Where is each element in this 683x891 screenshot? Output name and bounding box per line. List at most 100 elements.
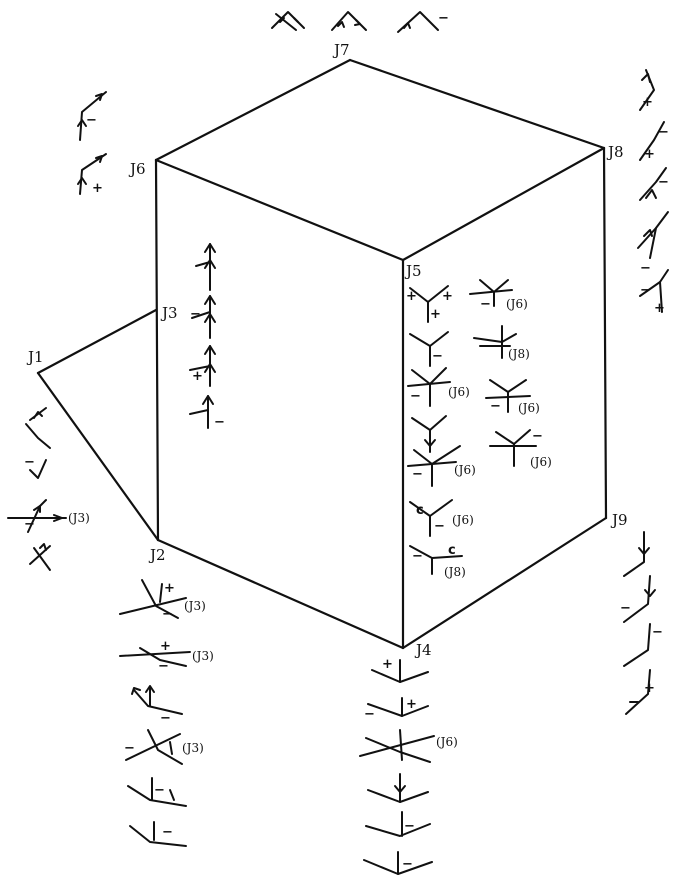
ref-label: (J8) [508, 347, 530, 361]
j4-labeling-a: + [371, 657, 429, 683]
ref-label: (J3) [184, 599, 206, 613]
j5-labeling-4 [411, 415, 447, 453]
j2-labeling-a: + − (J3) [119, 579, 206, 622]
junction-label-j1: J1 [26, 348, 44, 366]
edge-j9-j4 [401, 516, 608, 650]
junction-label-j9: J9 [610, 511, 628, 529]
j9-labeling-b: − [620, 575, 656, 623]
j7-l-labeling-a [331, 11, 367, 31]
j6-labeling-b: + [77, 153, 107, 196]
j9-labeling-c: − [623, 623, 663, 667]
plus-mark: + [160, 639, 171, 654]
j4-labeling-d [367, 773, 429, 803]
j5-labelings-right: − (J6) (J8) − (J6) − (J6) [469, 279, 552, 469]
minus-mark: − [480, 297, 491, 312]
junction-label-j3: J3 [160, 304, 178, 322]
ref-label: (J6) [506, 297, 528, 311]
minus-mark: − [402, 857, 413, 872]
minus-mark: − [434, 519, 445, 534]
edge-j2-j4 [156, 538, 405, 650]
j4-labelings: + + − (J6) − − [359, 657, 458, 875]
ref-label: (J6) [436, 735, 458, 749]
edge-j8-j5 [401, 146, 606, 262]
j1-labeling-c: − (J3) [7, 499, 90, 533]
plus-mark: + [192, 369, 203, 384]
plus-mark: + [406, 289, 417, 304]
minus-mark: − [160, 711, 171, 726]
j8-labeling-d: − [637, 211, 669, 276]
plus-mark: + [644, 147, 655, 162]
edge-j6-j5 [154, 158, 405, 262]
j2-labelings: + − (J3) + − (J3) − − (J3) − [119, 579, 214, 847]
plus-mark: + [654, 301, 665, 316]
junction-label-j4: J4 [414, 641, 432, 659]
edge-j6-j7 [154, 58, 352, 162]
edge-j8-j9 [602, 146, 608, 520]
edge-j6-j2 [154, 158, 160, 542]
plus-mark: + [430, 307, 441, 322]
minus-mark: − [658, 125, 669, 140]
minus-mark: − [412, 549, 423, 564]
minus-mark: − [658, 175, 669, 190]
j3-labeling-b: − [190, 295, 216, 339]
junction-label-j5: J5 [404, 262, 422, 280]
j5-labeling-11: − (J6) [489, 429, 552, 469]
minus-mark: − [124, 741, 135, 756]
j5-labeling-7: − c (J8) [409, 543, 466, 579]
j5-labeling-6: c − (J6) [409, 499, 474, 537]
minus-mark: − [532, 429, 543, 444]
plus-mark: + [644, 681, 655, 696]
plus-mark: + [164, 581, 175, 596]
ref-label: (J3) [192, 649, 214, 663]
j1-labeling-d [29, 543, 51, 571]
minus-mark: − [640, 283, 651, 298]
plus-mark: + [92, 181, 103, 196]
junction-label-j2: J2 [148, 546, 166, 564]
j8-labeling-b: + − [639, 121, 669, 162]
j7-labelings: − [271, 11, 449, 33]
j3-labelings: − + − [189, 243, 225, 430]
j7-arrow-l-labeling [271, 11, 305, 31]
minus-mark: − [490, 399, 501, 414]
junction-labels: J7 J6 J8 J5 J3 J1 J9 J2 J4 [26, 41, 628, 659]
j2-labeling-b: + − (J3) [119, 639, 214, 674]
j4-labeling-f: − [363, 851, 433, 875]
ref-label: (J3) [68, 511, 90, 525]
ref-label: (J8) [444, 565, 466, 579]
ref-label: (J6) [530, 455, 552, 469]
j6-labelings: − + [77, 91, 107, 196]
j8-labeling-e: − + [639, 269, 669, 316]
minus-mark: − [364, 707, 375, 722]
minus-mark: − [412, 467, 423, 482]
minus-mark: − [190, 307, 201, 322]
minus-mark: − [438, 11, 449, 26]
j5-labeling-2: − [409, 331, 449, 367]
c-mark: c [448, 543, 456, 558]
minus-mark: − [652, 625, 663, 640]
j4-labeling-b: + − [364, 697, 429, 722]
junction-label-j6: J6 [128, 160, 146, 178]
minus-mark: − [404, 819, 415, 834]
j6-labeling-a: − [77, 91, 107, 141]
j5-labeling-8: − (J6) [469, 279, 528, 312]
j3-labeling-d: − [189, 395, 225, 430]
minus-mark: − [410, 389, 421, 404]
j3-labeling-c: + [189, 345, 216, 387]
edge-j1-j2 [36, 371, 160, 542]
minus-mark: − [154, 783, 165, 798]
minus-mark: − [162, 825, 173, 840]
j2-labeling-e: − [127, 777, 187, 807]
minus-mark: − [162, 607, 173, 622]
minus-mark: − [158, 659, 169, 674]
edge-j3-j1 [36, 308, 158, 375]
plus-mark: + [442, 289, 453, 304]
minus-mark: − [214, 415, 225, 430]
plus-mark: + [642, 95, 653, 110]
plus-mark: + [406, 697, 417, 712]
j5-labeling-10: − (J6) [485, 379, 540, 415]
minus-mark: − [640, 261, 651, 276]
plus-mark: + [382, 657, 393, 672]
j5-labeling-1: + + + [406, 285, 453, 323]
block-edges [36, 58, 608, 650]
j5-labeling-5: − (J6) [407, 445, 476, 487]
